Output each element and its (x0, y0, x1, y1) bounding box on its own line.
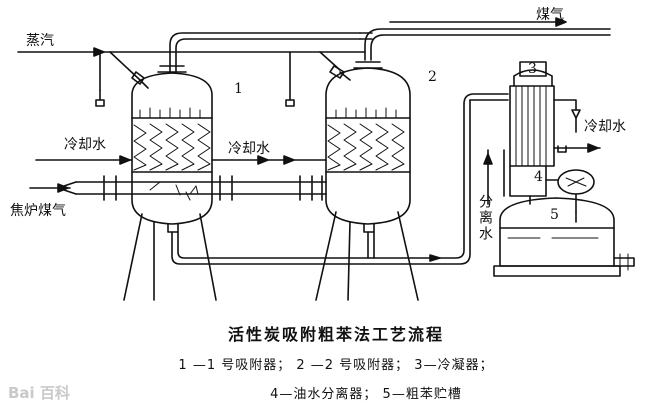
coke-oven-gas-label: 焦炉煤气 (10, 203, 66, 219)
adsorber-2 (315, 61, 419, 301)
adsorber-1 (123, 65, 217, 301)
cooling-water-label-3: 冷却水 (584, 119, 626, 135)
storage-tank (493, 197, 635, 277)
diagram-title: 活性炭吸附粗苯法工艺流程 (227, 325, 444, 344)
separated-water-label: 分离水 (477, 194, 493, 242)
gas-outlet-line (169, 17, 611, 73)
cooling-water-label-1: 冷却水 (64, 137, 106, 153)
caption-line-2: 4—油水分离器； 5—粗苯贮槽 (270, 387, 462, 402)
cooling-water-lines (35, 155, 327, 165)
oil-water-separator (483, 149, 595, 213)
steam-line (17, 47, 366, 107)
condenser (509, 61, 601, 167)
caption-line-1: 1 —1 号吸附器； 2 —2 号吸附器； 3—冷凝器； (178, 358, 494, 373)
watermark: Bai 百科 (8, 384, 70, 402)
label-number-4: 4 (534, 169, 543, 185)
coke-oven-gas-manifold (29, 175, 327, 201)
cooling-water-label-2: 冷却水 (228, 141, 270, 157)
label-number-5: 5 (550, 207, 559, 223)
gas-outlet-label: 煤气 (536, 7, 564, 23)
steam-label: 蒸汽 (26, 33, 54, 49)
label-number-1: 1 (234, 81, 243, 97)
bottom-return-line (171, 93, 509, 265)
label-number-3: 3 (528, 61, 537, 77)
label-number-2: 2 (428, 69, 437, 85)
